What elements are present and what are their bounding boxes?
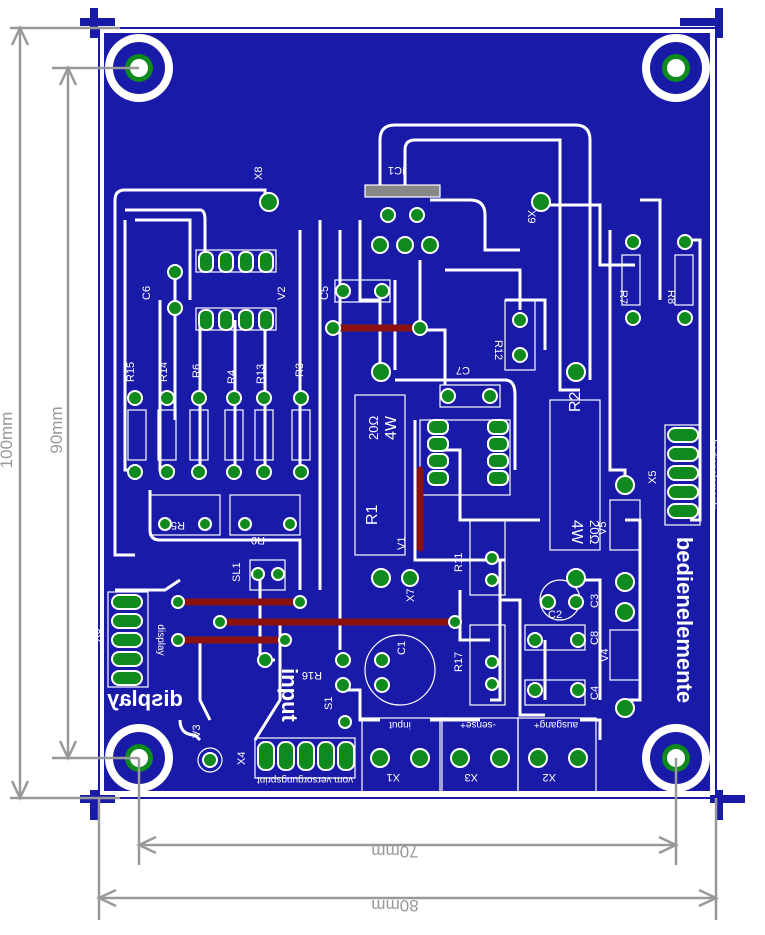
- label-c8: C8: [589, 631, 601, 645]
- x2-label: ausgang+: [534, 719, 578, 730]
- label-x1: X1: [387, 771, 400, 783]
- resistor-bodies: [127, 254, 694, 461]
- label-s1: S1: [323, 697, 335, 710]
- dim-height-inner: 90mm: [47, 406, 66, 453]
- label-r1-value: 4W: [383, 415, 400, 440]
- label-x8: X8: [253, 167, 265, 180]
- label-r3: R3: [294, 363, 306, 377]
- label-r16: R16: [302, 669, 322, 681]
- label-v3: V3: [191, 725, 203, 738]
- label-x9: X9: [525, 210, 537, 223]
- x3-label: -sense+: [460, 719, 496, 730]
- component-outlines: [107, 184, 701, 797]
- label-v1: V1: [396, 537, 408, 550]
- label-r9: R9: [251, 534, 265, 546]
- traces: [113, 123, 702, 742]
- label-x6: X6: [91, 629, 103, 642]
- side-label: bedienelemente: [672, 537, 697, 703]
- power-resistor-labels: R1 4W 20Ω R2 4W 20Ω: [364, 391, 602, 544]
- edge-labels: bedienelemente display input: [106, 537, 697, 723]
- label-v4: V4: [599, 649, 611, 662]
- dim-height-outer: 100mm: [0, 412, 16, 469]
- label-r7: R7: [617, 290, 629, 304]
- label-r12: R12: [492, 340, 504, 360]
- wire-bridges: [176, 324, 459, 644]
- label-c5: C5: [319, 286, 331, 300]
- label-r6: R6: [191, 364, 203, 378]
- label-r4: R4: [226, 370, 238, 384]
- label-v2: V2: [276, 287, 288, 300]
- bottom-label: display: [106, 686, 183, 711]
- label-r2-value: 4W: [568, 520, 585, 545]
- label-r14: R14: [158, 362, 170, 382]
- label-r1-ohm: 20Ω: [366, 416, 381, 440]
- label-sl1: SL1: [231, 562, 243, 582]
- dim-width-inner: 70mm: [371, 842, 418, 861]
- label-x4: X4: [236, 752, 248, 765]
- x6-label: display: [155, 624, 166, 655]
- silkscreen-labels: IC1 X8 X9 V1 V2 C5 C6 C7 R15 R14 R6 R4 R…: [91, 164, 677, 783]
- label-ic1: IC1: [388, 164, 405, 176]
- label-c4: C4: [589, 686, 601, 700]
- label-r2: R2: [567, 391, 584, 412]
- label-r17: R17: [453, 652, 465, 672]
- connector-labels: vom versorgungsprint input -sense+ ausga…: [155, 439, 718, 785]
- label-c3: C3: [589, 594, 601, 608]
- label-r11: R11: [453, 553, 465, 572]
- x5-label: bedienelemente: [707, 439, 718, 511]
- label-r13: R13: [255, 364, 267, 384]
- dimension-lines: [10, 25, 719, 920]
- label-c2: C2: [548, 609, 562, 621]
- label-r15: R15: [125, 362, 137, 382]
- ground-pour: [104, 33, 710, 791]
- label-c7: C7: [456, 364, 470, 376]
- dim-width-outer: 80mm: [371, 896, 418, 915]
- label-c1: C1: [396, 641, 408, 655]
- x4-label: vom versorgungsprint: [257, 774, 353, 785]
- label-x2: X2: [543, 771, 556, 783]
- dimension-text: 100mm 90mm 70mm 80mm: [0, 406, 419, 915]
- label-c6: C6: [141, 286, 153, 300]
- label-r5: R5: [171, 519, 185, 531]
- x1-label: input: [389, 719, 411, 730]
- label-v5: V5: [597, 522, 609, 535]
- label-r1: R1: [364, 504, 381, 525]
- label-x5: X5: [647, 471, 659, 484]
- input-label: input: [277, 668, 302, 722]
- label-x3: X3: [465, 771, 478, 783]
- label-r2-ohm: 20Ω: [587, 520, 602, 544]
- label-x7: X7: [405, 589, 417, 602]
- pads: [111, 192, 699, 771]
- label-r8: R8: [665, 290, 677, 304]
